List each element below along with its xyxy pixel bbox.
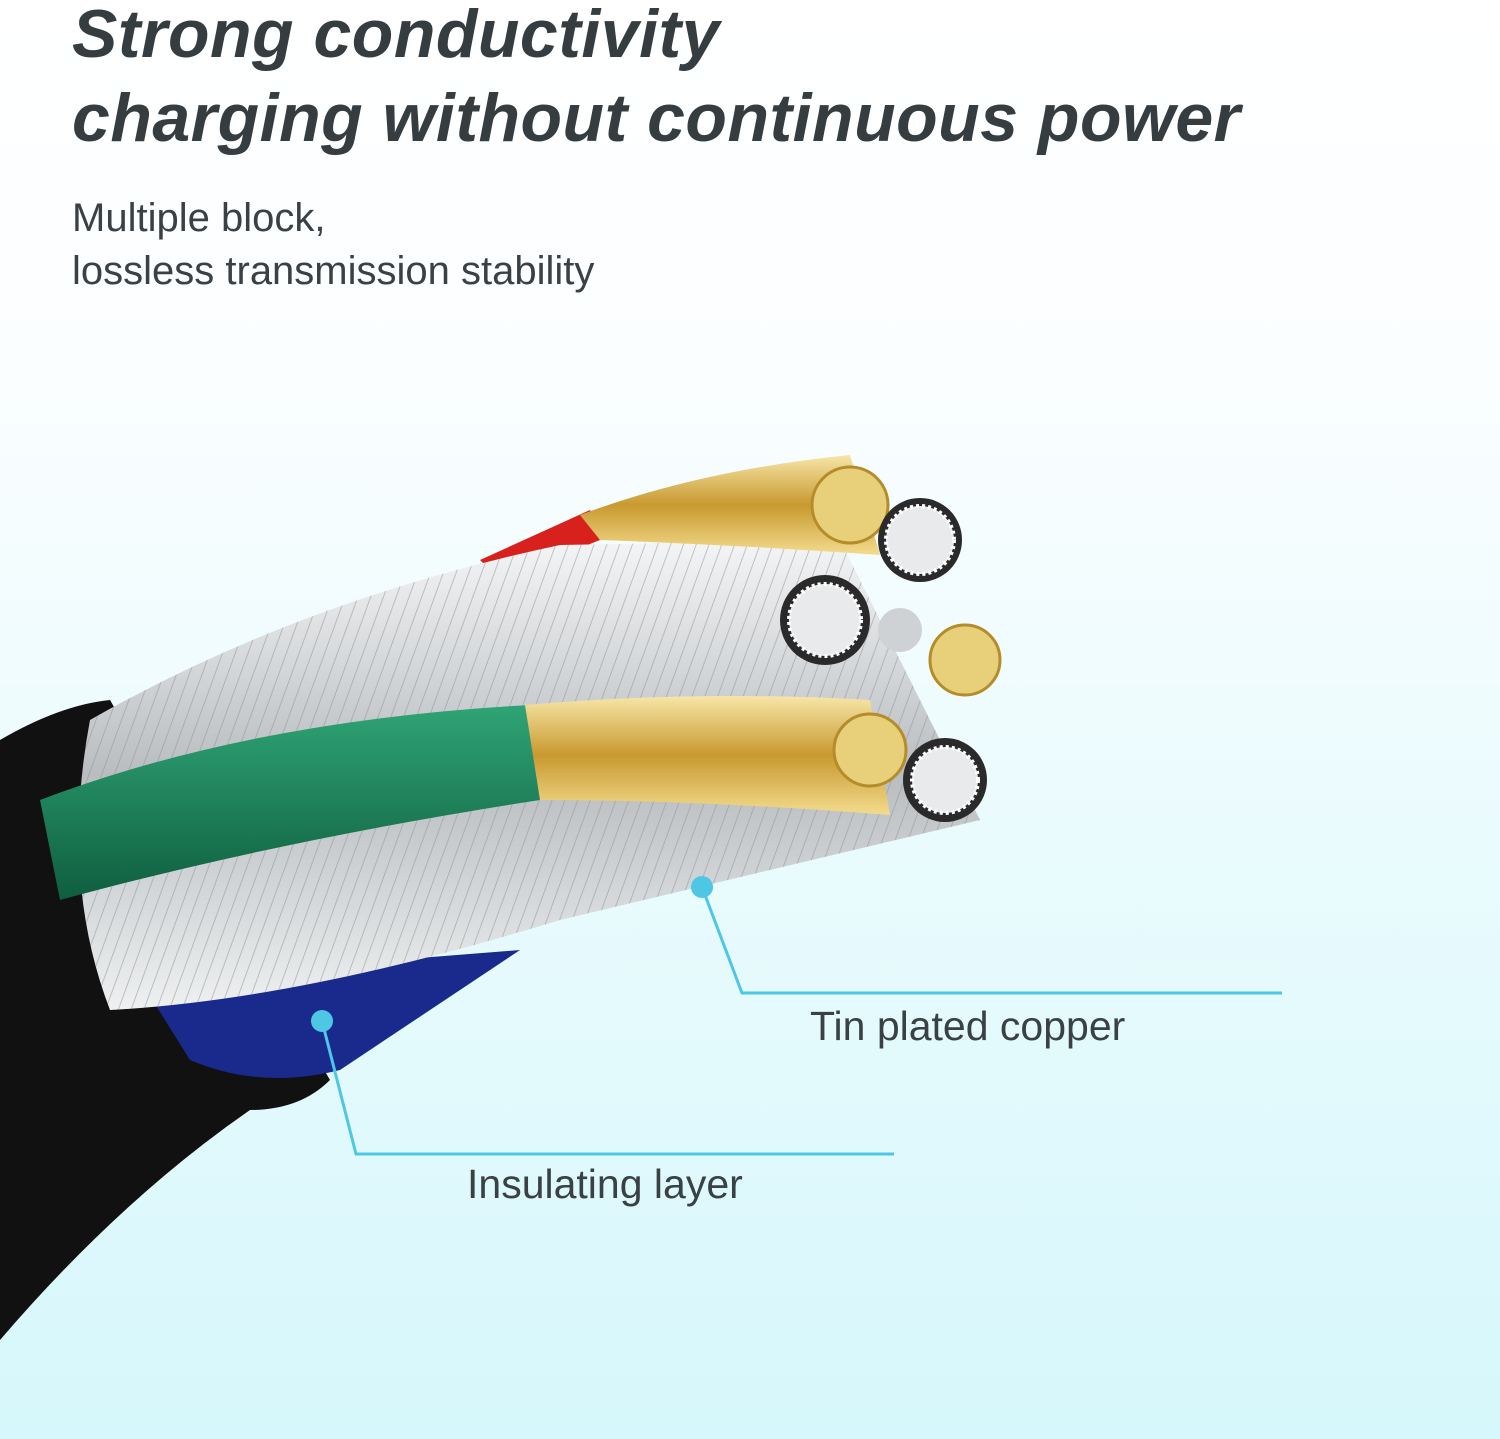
callout-insulating-layer bbox=[320, 1020, 894, 1156]
callout-dot-icon bbox=[691, 876, 713, 898]
conductor-ends bbox=[780, 465, 1002, 822]
callout-label-tin-plated-copper: Tin plated copper bbox=[810, 1003, 1126, 1049]
gold-wire-top bbox=[580, 455, 880, 555]
green-wire bbox=[40, 705, 540, 900]
headline-line-1: Strong conductivity bbox=[72, 0, 720, 72]
subtitle-line-2: lossless transmission stability bbox=[72, 249, 595, 293]
headline-line-2: charging without continuous power bbox=[72, 80, 1241, 156]
callout-tin-plated-copper bbox=[700, 886, 1282, 995]
callout-dot-icon bbox=[311, 1010, 333, 1032]
subtitle-line-1: Multiple block, bbox=[72, 196, 326, 240]
gold-wire-front bbox=[525, 696, 890, 815]
callout-label-insulating-layer: Insulating layer bbox=[467, 1161, 743, 1207]
